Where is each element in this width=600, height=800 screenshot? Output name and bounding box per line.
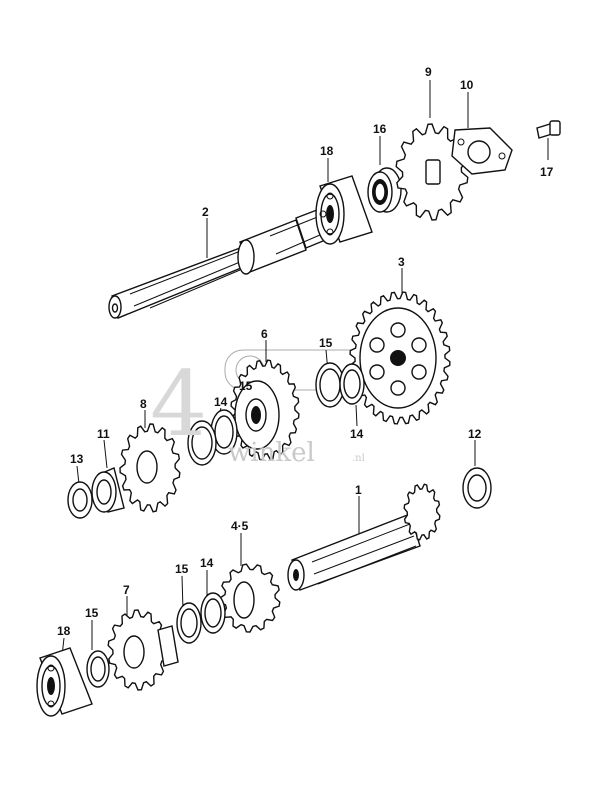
part-15-washer-d: [86, 650, 110, 688]
watermark-text: winkel: [228, 438, 315, 468]
part-10-fixing-plate: [451, 127, 513, 175]
callout-18-upper: 18: [320, 144, 334, 158]
part-3-large-gear: [349, 291, 451, 425]
callout-14-b: 14: [350, 427, 364, 441]
part-11-bushing: [91, 467, 125, 513]
watermark-suffix: .nl: [352, 453, 365, 464]
part-15-washer-b: [315, 362, 345, 408]
part-13-washer: [67, 481, 93, 519]
callout-8: 8: [140, 397, 147, 411]
part-17-bolt: [536, 120, 561, 139]
part-4-5-gear: [219, 563, 281, 633]
part-6-gear: [230, 359, 300, 461]
callout-15-d: 15: [85, 606, 99, 620]
part-8-small-gear: [119, 423, 181, 513]
callout-15-c: 15: [175, 562, 189, 576]
part-1-countershaft: [287, 483, 441, 591]
part-14-circlip-a: [187, 420, 217, 466]
callout-1: 1: [355, 483, 362, 497]
callout-15-a: 15: [319, 336, 333, 350]
callout-11: 11: [97, 427, 110, 441]
part-16-oil-seal: [367, 167, 402, 213]
callout-14-a: 14: [214, 395, 228, 409]
part-15-washer-a: [210, 409, 238, 455]
part-2-shaft: [108, 204, 341, 319]
watermark-four: 4: [150, 352, 208, 457]
callout-18-lower: 18: [57, 624, 71, 638]
callout-15-b: 15: [239, 379, 253, 393]
callout-7: 7: [123, 583, 130, 597]
part-12-washer: [462, 467, 492, 509]
callout-13: 13: [70, 452, 84, 466]
callout-17: 17: [540, 165, 554, 179]
part-14-circlip-b: [339, 363, 365, 405]
part-7-gear: [107, 609, 179, 691]
part-18-bearing-lower: [36, 647, 93, 717]
callout-2: 2: [202, 205, 209, 219]
callout-9: 9: [425, 65, 432, 79]
part-15-washer-c: [176, 602, 202, 644]
callout-3: 3: [398, 255, 405, 269]
callout-10: 10: [460, 78, 474, 92]
callout-12: 12: [468, 427, 482, 441]
callout-4-5: 4·5: [231, 519, 249, 533]
part-9-drive-sprocket: [395, 123, 469, 221]
callout-16: 16: [373, 122, 387, 136]
callout-6: 6: [261, 327, 268, 341]
callout-14-c: 14: [200, 556, 214, 570]
part-14-circlip-c: [200, 592, 226, 634]
part-18-bearing-upper: [315, 175, 373, 245]
